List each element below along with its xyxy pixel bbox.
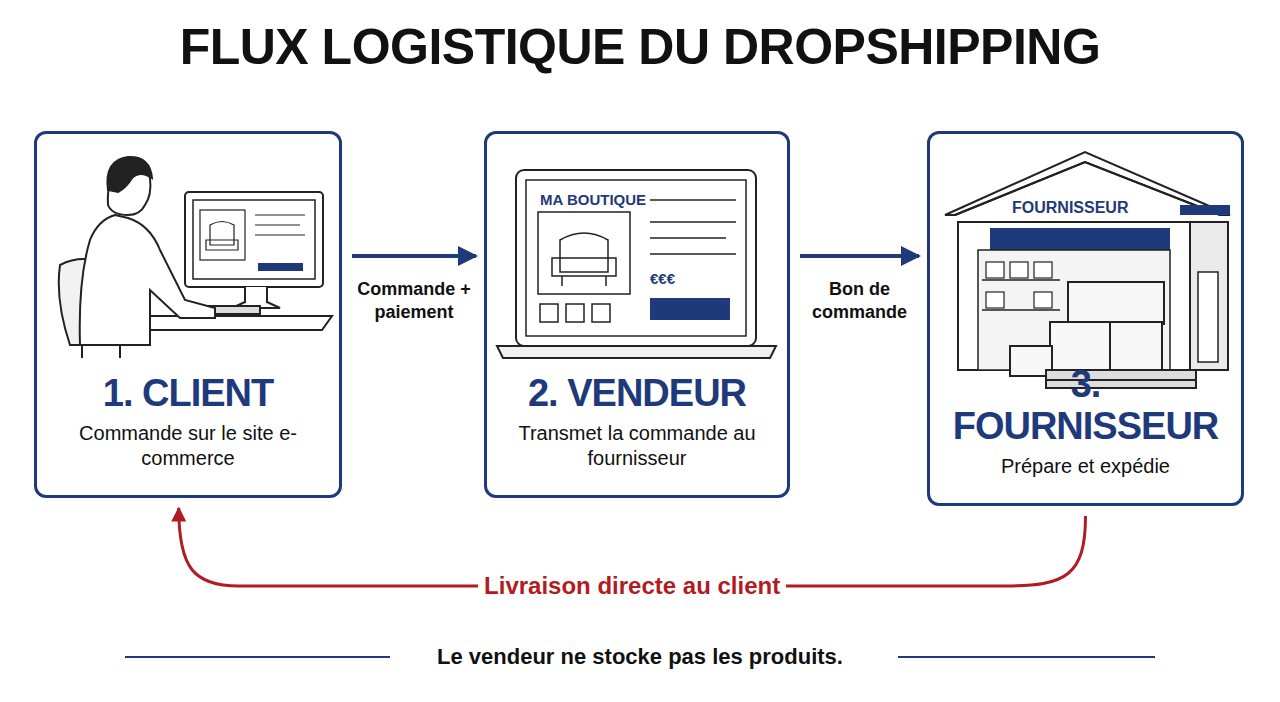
price-label: €€€	[650, 270, 675, 287]
client-illustration	[59, 157, 332, 358]
laptop-illustration	[497, 170, 776, 358]
box-heading: 1. CLIENT	[103, 373, 273, 415]
edge-label: Bon de commande	[795, 278, 925, 325]
box-description: Transmet la commande au fournisseur	[501, 421, 773, 471]
caption: Le vendeur ne stocke pas les produits.	[0, 644, 1280, 670]
box-description: Prépare et expédie	[1001, 454, 1170, 479]
box-description: Commande sur le site e-commerce	[51, 421, 325, 471]
edge-label: Commande + paiement	[349, 278, 479, 325]
edge-label: Livraison directe au client	[478, 570, 786, 601]
process-box: 2. VENDEUR Transmet la commande au fourni…	[484, 131, 790, 498]
process-box: 3. FOURNISSEUR Prépare et expédie	[927, 131, 1244, 506]
warehouse-sign: FOURNISSEUR	[1012, 199, 1128, 217]
caption-rule	[898, 656, 1155, 658]
box-heading: 3. FOURNISSEUR	[944, 364, 1227, 448]
flow-arrow	[352, 254, 476, 258]
warehouse-illustration	[945, 152, 1230, 388]
shop-name: MA BOUTIQUE	[540, 191, 646, 208]
box-heading: 2. VENDEUR	[528, 373, 746, 415]
process-box: 1. CLIENT Commande sur le site e-commerce	[34, 131, 342, 498]
caption-rule	[125, 656, 390, 658]
diagram-title: FLUX LOGISTIQUE DU DROPSHIPPING	[0, 18, 1280, 76]
flow-arrow	[800, 254, 919, 258]
